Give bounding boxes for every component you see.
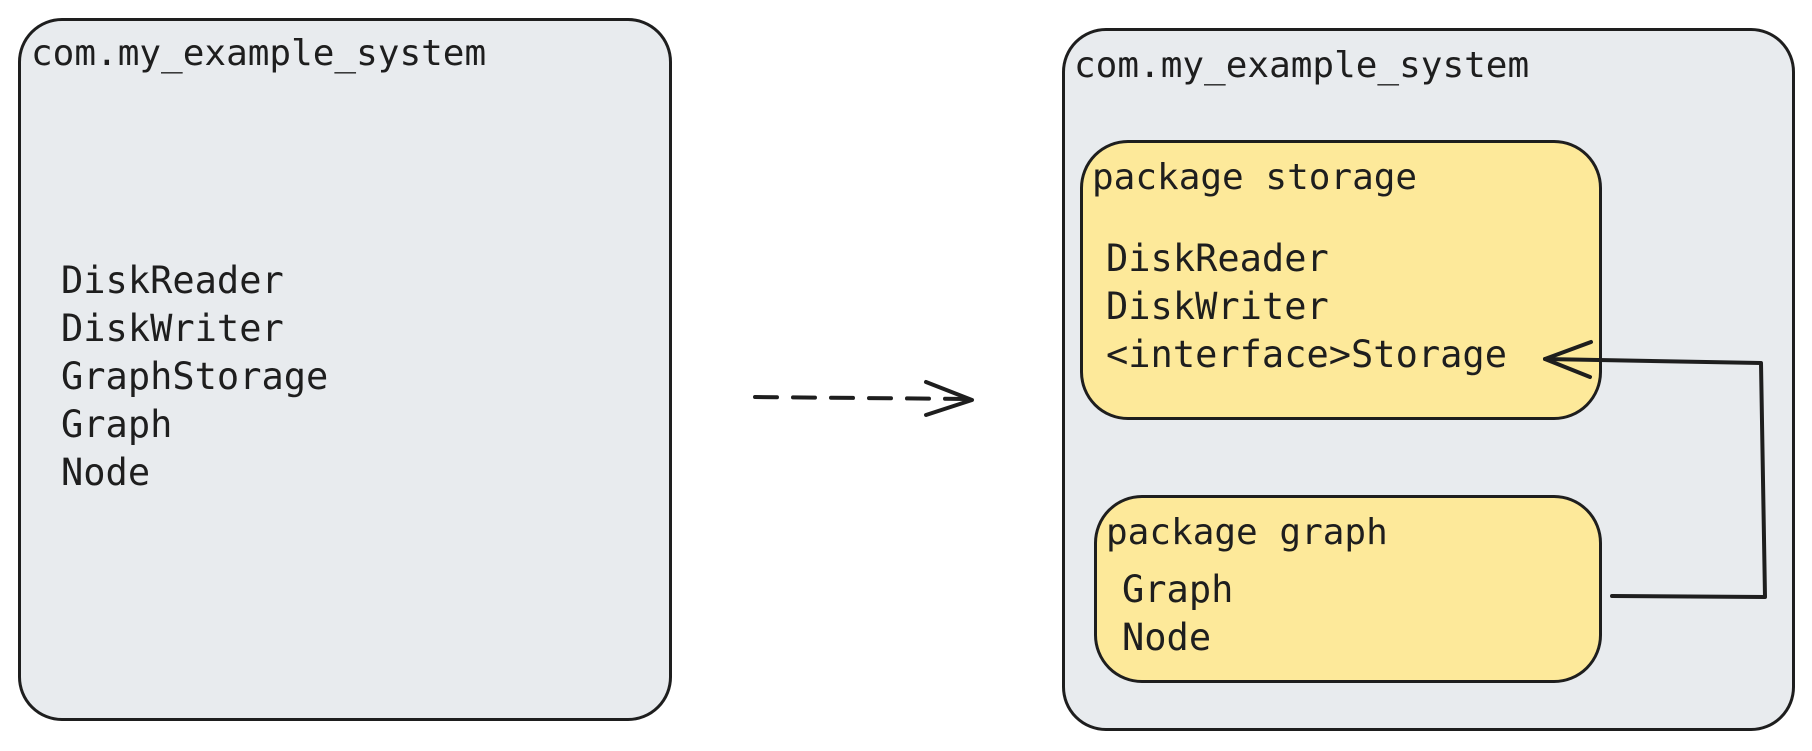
system-box-before: com.my_example_system DiskReader DiskWri… xyxy=(18,18,672,721)
class-item: DiskWriter xyxy=(61,307,284,350)
system-label-after: com.my_example_system xyxy=(1074,45,1530,86)
package-label-graph: package graph xyxy=(1106,512,1388,553)
class-item: Graph xyxy=(61,403,173,446)
package-label-storage: package storage xyxy=(1092,157,1418,198)
class-item: GraphStorage xyxy=(61,355,329,398)
package-box-storage: package storage DiskReader DiskWriter <i… xyxy=(1080,140,1602,420)
package-box-graph: package graph Graph Node xyxy=(1094,495,1602,683)
class-item: DiskReader xyxy=(61,259,284,302)
dashed-arrow-right-icon xyxy=(753,380,974,417)
class-item: Node xyxy=(1122,616,1212,659)
open-arrowhead-icon xyxy=(1543,340,1593,379)
system-label-before: com.my_example_system xyxy=(31,33,487,74)
class-list-graph: Graph Node xyxy=(1122,566,1233,662)
class-item: Graph xyxy=(1122,568,1234,611)
class-item: DiskWriter xyxy=(1106,285,1329,328)
class-item: Node xyxy=(61,451,151,494)
class-list-before: DiskReader DiskWriter GraphStorage Graph… xyxy=(61,257,328,497)
class-item: DiskReader xyxy=(1106,237,1329,280)
class-list-storage: DiskReader DiskWriter <interface>Storage xyxy=(1106,235,1507,379)
class-item: <interface>Storage xyxy=(1106,333,1507,376)
dependency-arrow xyxy=(1543,340,1767,599)
